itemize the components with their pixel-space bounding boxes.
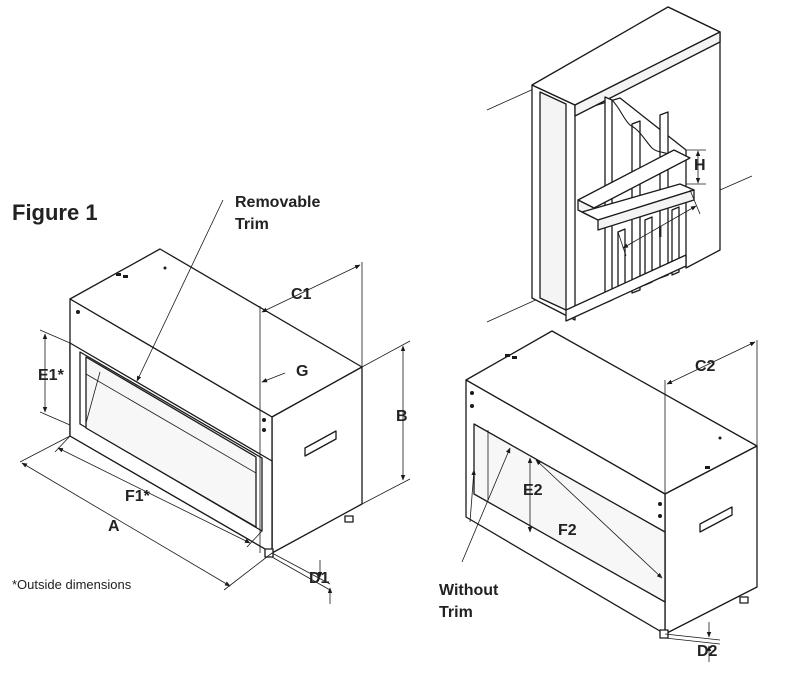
without-trim-label-line2: Trim [439, 604, 473, 621]
dimension-label-E2: E2 [523, 482, 543, 499]
outside-dimensions-footnote: *Outside dimensions [12, 577, 132, 592]
dimension-label-E1: E1* [38, 367, 65, 384]
without-trim-label-line1: Without [439, 582, 499, 599]
fireplace-with-trim [19, 199, 411, 604]
dimension-label-H: H [694, 157, 706, 174]
dimension-label-F1: F1* [125, 488, 151, 505]
fireplace-without-trim [461, 330, 758, 662]
dimension-label-C1: C1 [291, 286, 312, 303]
removable-trim-label-line2: Trim [235, 216, 269, 233]
dimension-label-C2: C2 [695, 358, 716, 375]
dimension-label-D1: D1 [309, 570, 330, 587]
dimension-label-D2: D2 [697, 643, 718, 660]
dimension-label-F2: F2 [558, 522, 577, 539]
dimension-label-G: G [296, 363, 308, 380]
dimension-label-B: B [396, 408, 408, 425]
figure-title: Figure 1 [12, 200, 98, 225]
removable-trim-label-line1: Removable [235, 194, 320, 211]
wall-framing-illustration [486, 6, 753, 323]
dimension-label-A: A [108, 518, 120, 535]
dimension-label-I: I [658, 224, 662, 241]
